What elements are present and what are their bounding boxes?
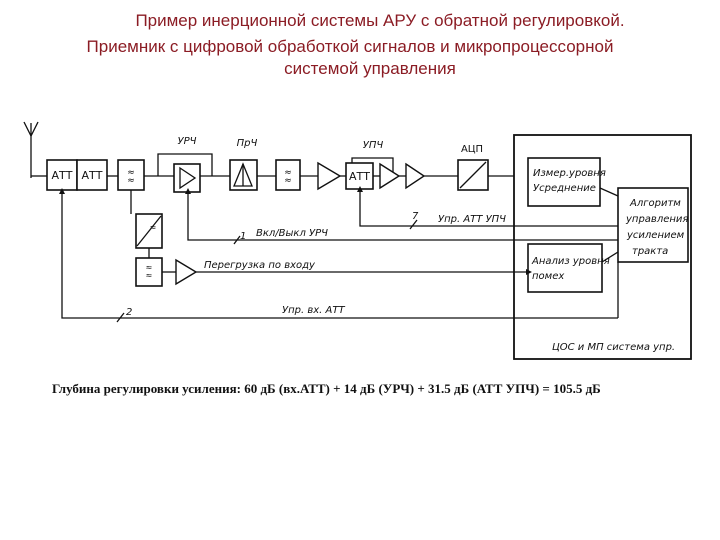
algo-label-2: управления bbox=[625, 214, 688, 225]
amplifier-triangle-3 bbox=[405, 162, 426, 190]
adc-block: АЦП bbox=[457, 144, 489, 191]
noise-label-1: Анализ уровня bbox=[531, 256, 610, 267]
antenna-icon bbox=[23, 121, 47, 178]
measure-label-1: Измер.уровня bbox=[533, 168, 606, 179]
svg-text:≈: ≈ bbox=[284, 176, 292, 186]
if-attenuator-block: УПЧ АТТ bbox=[345, 140, 394, 190]
bandpass-filter-block: ≈ bbox=[135, 213, 163, 249]
title-line-2: Приемник с цифровой обработкой сигналов … bbox=[86, 37, 614, 56]
dsp-label: ЦОС и МП система упр. bbox=[552, 342, 675, 353]
converter-block: ПрЧ bbox=[229, 138, 258, 191]
amplifier-triangle-2 bbox=[379, 162, 401, 190]
dsp-system-block: ЦОС и МП система упр. Измер.уровня Усред… bbox=[513, 134, 692, 360]
svg-text:≈: ≈ bbox=[146, 263, 153, 272]
signal-line-2: 2 Упр. вх. АТТ bbox=[59, 188, 619, 323]
algo-label-3: усилением bbox=[626, 230, 685, 241]
title-line-1: Пример инерционной системы АРУ с обратно… bbox=[135, 11, 625, 30]
att1-label: АТТ bbox=[52, 169, 73, 182]
att2-label: АТТ bbox=[82, 169, 103, 182]
svg-text:≈: ≈ bbox=[127, 176, 135, 186]
overload-line: Перегрузка по входу bbox=[196, 260, 532, 275]
svg-text:≈: ≈ bbox=[150, 223, 157, 232]
detector-filter-block: ≈ ≈ bbox=[135, 257, 163, 287]
algo-label-1: Алгоритм bbox=[629, 198, 681, 209]
overload-label: Перегрузка по входу bbox=[204, 260, 316, 271]
amplifier-triangle-1 bbox=[317, 161, 342, 191]
title-line-3: системой управления bbox=[284, 59, 456, 78]
signal-line-1: 1 Вкл/Выкл УРЧ bbox=[185, 188, 618, 245]
rf-amplifier-block: УРЧ bbox=[157, 136, 213, 193]
upch-att-control-label: Упр. АТТ УПЧ bbox=[438, 214, 506, 225]
n2-label: 2 bbox=[126, 307, 132, 318]
input-att-control-label: Упр. вх. АТТ bbox=[282, 305, 345, 316]
svg-text:≈: ≈ bbox=[284, 168, 292, 178]
urch-switch-label: Вкл/Выкл УРЧ bbox=[256, 228, 328, 239]
algo-label-4: тракта bbox=[632, 246, 668, 257]
filter-block-2: ≈ ≈ bbox=[275, 159, 301, 191]
n7-label: 7 bbox=[412, 211, 419, 222]
svg-text:≈: ≈ bbox=[127, 168, 135, 178]
upch-label: УПЧ bbox=[363, 140, 384, 151]
block-diagram: АТТ АТТ ≈ ≈ УРЧ ПрЧ ≈ ≈ УПЧ АТТ bbox=[23, 121, 692, 360]
svg-text:≈: ≈ bbox=[146, 271, 153, 280]
filter-block-1: ≈ ≈ bbox=[117, 159, 145, 191]
signal-line-7: 7 Упр. АТТ УПЧ bbox=[357, 186, 618, 230]
prch-label: ПрЧ bbox=[237, 138, 258, 149]
n1-label: 1 bbox=[240, 231, 246, 242]
att-upch-label: АТТ bbox=[349, 170, 370, 183]
measure-label-2: Усреднение bbox=[533, 183, 596, 194]
gain-caption: Глубина регулировки усиления: 60 дБ (вх.… bbox=[52, 381, 601, 396]
input-attenuator-block: АТТ АТТ bbox=[46, 159, 108, 191]
urch-label: УРЧ bbox=[178, 136, 197, 147]
acp-label: АЦП bbox=[461, 144, 483, 155]
noise-label-2: помех bbox=[532, 271, 564, 282]
overload-amplifier-triangle bbox=[175, 258, 198, 286]
